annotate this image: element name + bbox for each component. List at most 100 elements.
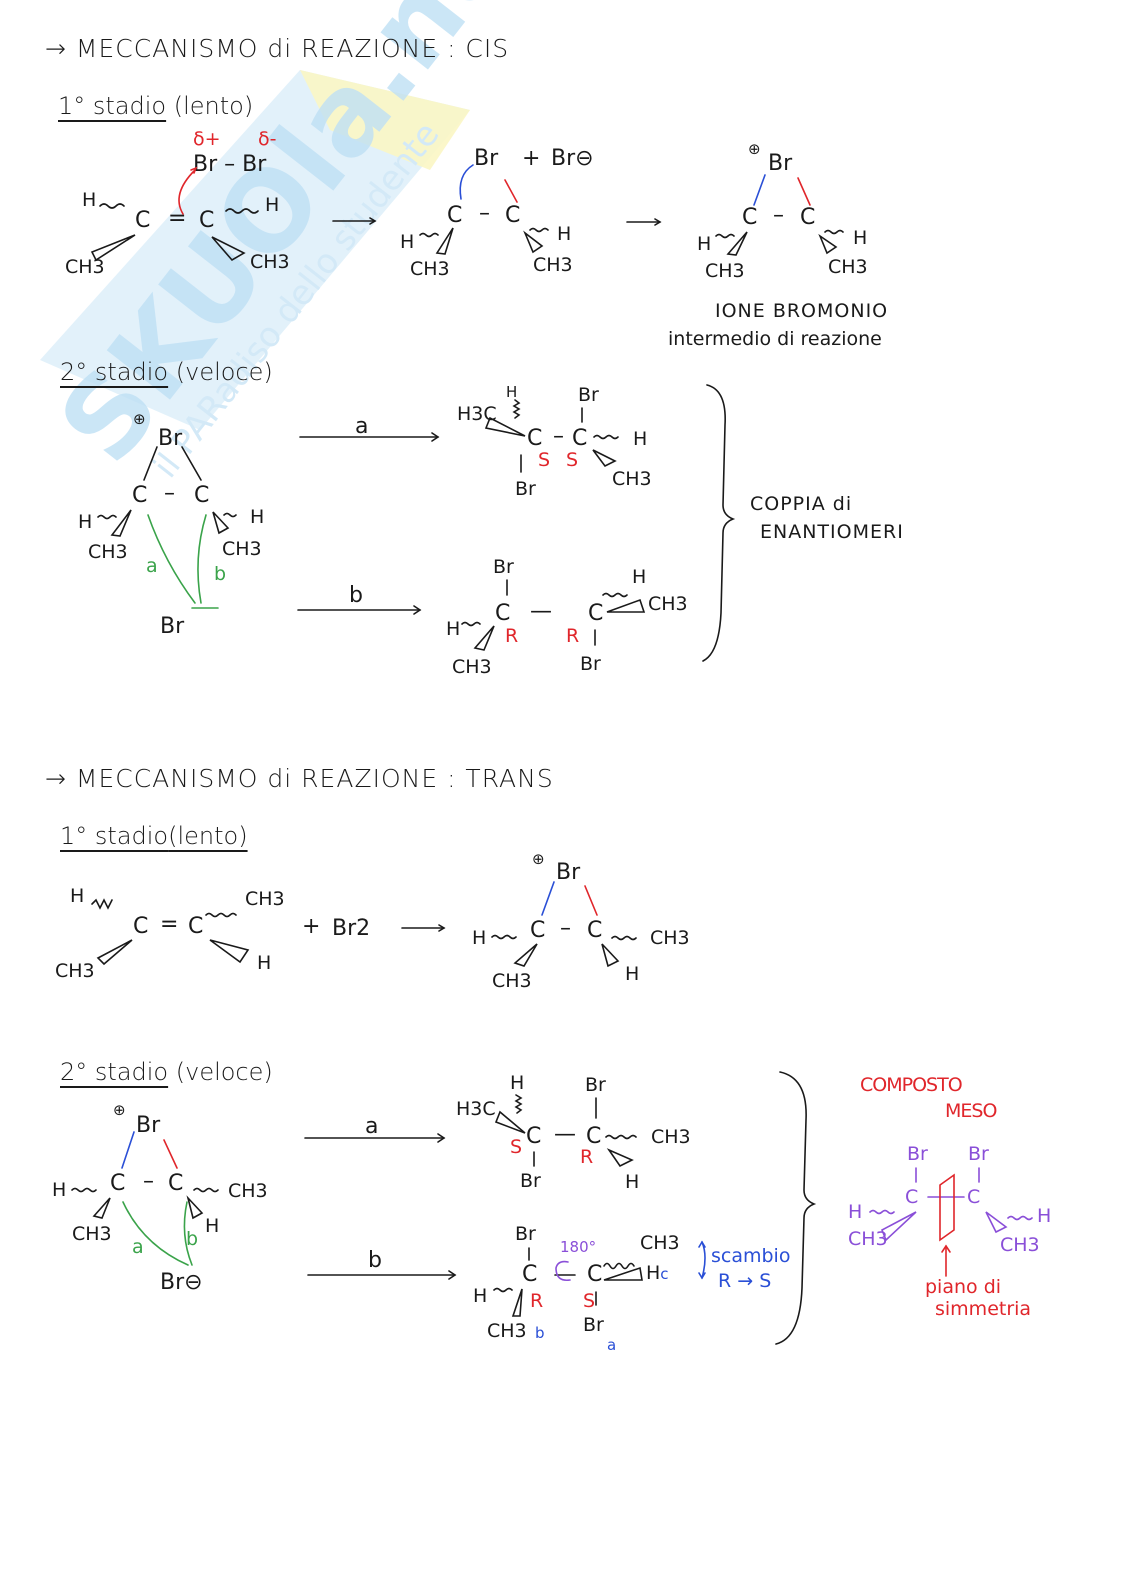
atom-c: C xyxy=(905,1186,919,1208)
arrowhead xyxy=(448,1270,457,1280)
atom-br: Br xyxy=(583,1314,604,1336)
atom-h: H xyxy=(625,1171,640,1193)
hashed-bond xyxy=(602,592,628,598)
hashed-bond xyxy=(419,232,439,238)
methyl-group: CH3 xyxy=(651,1126,691,1148)
atom-c: C xyxy=(530,918,546,943)
trans-stage2-heading: 2° stadio (veloce) xyxy=(60,1060,273,1084)
path-a-label: a xyxy=(132,1236,144,1258)
atom-c: C xyxy=(522,1262,538,1287)
arrowhead xyxy=(190,166,198,174)
path-b-label: b xyxy=(214,563,227,585)
atom-h: H xyxy=(625,963,640,985)
atom-br: Br xyxy=(768,151,793,176)
hashed-bond xyxy=(193,1187,219,1193)
methyl-group: CH3 xyxy=(72,1223,112,1245)
double-bond: = xyxy=(160,912,179,937)
stage-label: 2° stadio xyxy=(60,1058,169,1086)
wedge-bond xyxy=(92,1197,111,1219)
atom-h: H xyxy=(70,885,85,907)
atom-c: C xyxy=(586,1124,602,1149)
stage-speed: (veloce) xyxy=(175,1058,273,1086)
priority-label-c: c xyxy=(660,1265,669,1283)
config-r: R xyxy=(580,1146,594,1168)
delta-plus: δ+ xyxy=(193,128,221,150)
swap-label: scambio xyxy=(711,1245,791,1267)
atom-c: C xyxy=(495,601,511,626)
methyl-group: CH3 xyxy=(1000,1234,1040,1256)
atom-br: Br xyxy=(907,1143,928,1165)
wedge-bond xyxy=(212,511,230,535)
meso-title: MESO xyxy=(945,1100,997,1122)
bromonium-bond xyxy=(121,1131,135,1169)
atom-br: Br xyxy=(515,1223,536,1245)
atom-h: H xyxy=(265,194,280,216)
wedge-bond xyxy=(209,939,250,964)
atom-c: C xyxy=(132,483,148,508)
hashed-bond xyxy=(512,399,521,419)
atom-br: Br xyxy=(136,1113,161,1138)
config-r: R xyxy=(505,625,519,647)
atom-br: Br xyxy=(493,556,514,578)
atom-c: C xyxy=(587,918,603,943)
atom-br: Br xyxy=(580,653,601,675)
hashed-bond xyxy=(99,203,125,209)
atom-br: Br xyxy=(585,1074,606,1096)
methyl-group: CH3 xyxy=(88,541,128,563)
hashed-bond xyxy=(593,434,619,440)
hashed-bond xyxy=(605,1134,637,1140)
atom-c: C xyxy=(447,203,463,228)
arrowhead xyxy=(698,1240,706,1280)
path-b-label: b xyxy=(186,1228,199,1250)
single-bond: – xyxy=(164,481,175,506)
hashed-bond xyxy=(223,512,237,518)
priority-label-b: b xyxy=(535,1324,545,1342)
single-bond: – xyxy=(143,1169,154,1194)
methyl-group: CH3 xyxy=(65,256,105,278)
atom-c: C xyxy=(168,1171,184,1196)
methyl-group: CH3 xyxy=(705,260,745,282)
wedge-bond xyxy=(592,449,617,468)
methyl-group: CH3 xyxy=(612,468,652,490)
atom-h: H xyxy=(557,223,572,245)
bromonium-bond xyxy=(181,446,202,481)
symmetry-plane xyxy=(939,1173,955,1242)
cis-stage1-heading: 1° stadio (lento) xyxy=(58,94,253,118)
config-s: S xyxy=(538,449,551,471)
bromide-anion: Br⊖ xyxy=(551,146,594,171)
stage-speed: (veloce) xyxy=(175,358,273,386)
positive-charge: ⊕ xyxy=(532,850,545,868)
arrowhead xyxy=(941,1244,951,1253)
arrowhead xyxy=(437,1133,446,1143)
atom-h: H xyxy=(400,231,415,253)
atom-c: C xyxy=(526,1124,542,1149)
atom-c: C xyxy=(587,1262,603,1287)
caption-bromonium: IONE BROMONIO xyxy=(715,300,889,322)
wedge-bond xyxy=(985,1211,1008,1234)
bromide-nucleophile: Br xyxy=(160,614,185,639)
trans-stage1-heading: 1° stadio(lento) xyxy=(60,824,248,848)
stage-label: 2° stadio xyxy=(60,358,169,386)
atom-br: Br xyxy=(968,1143,989,1165)
bromonium-bond xyxy=(797,177,811,206)
atom-h: H xyxy=(1037,1205,1052,1227)
wedge-bond xyxy=(606,598,646,613)
wedge-bond xyxy=(435,227,454,255)
bromine-reagent: Br2 xyxy=(332,916,371,941)
hashed-bond xyxy=(97,514,117,520)
atom-h: H xyxy=(506,383,518,401)
atom-h: H xyxy=(52,1179,67,1201)
config-s: S xyxy=(583,1290,596,1312)
hashed-bond xyxy=(715,233,735,239)
methyl-group: CH3 xyxy=(55,960,95,982)
result-label: ENANTIOMERI xyxy=(760,521,904,543)
hashed-bond xyxy=(611,935,637,941)
wedge-bond xyxy=(601,943,620,968)
atom-c: C xyxy=(188,914,204,939)
atom-h: H xyxy=(853,227,868,249)
bracket xyxy=(775,1071,817,1345)
nucleophilic-attack-arrow-a xyxy=(147,514,196,604)
hashed-bond xyxy=(514,1094,523,1114)
methyl-group: CH3 xyxy=(487,1320,527,1342)
